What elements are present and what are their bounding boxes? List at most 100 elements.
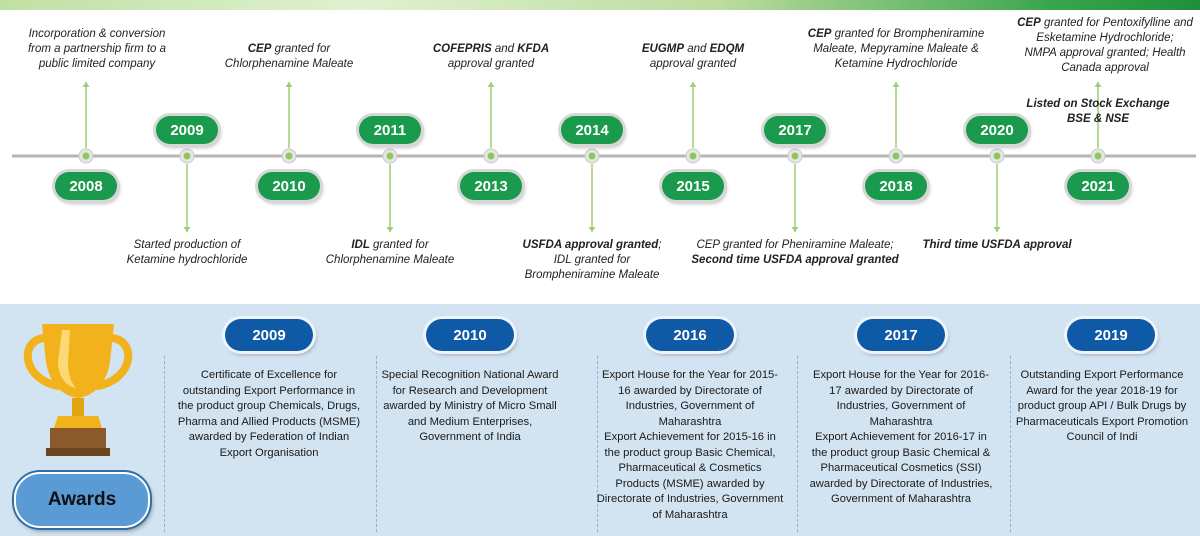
arrow-icon	[791, 227, 799, 232]
milestone-dot-core	[487, 152, 495, 160]
event-line: from a partnership firm to a	[8, 42, 186, 57]
event-line: public limited company	[8, 57, 186, 72]
event-line: Chlorphenamine Maleate	[200, 57, 378, 72]
arrow-icon	[487, 82, 495, 87]
award-2010-description: Special Recognition National Award for R…	[376, 368, 564, 446]
award-description-paragraph: Export Achievement for 2015-16 in the pr…	[596, 431, 784, 521]
event-text: CEP granted for Pheniramine Maleate;	[696, 239, 894, 251]
arrow-icon	[1094, 82, 1102, 87]
event-line: approval granted	[402, 57, 580, 72]
milestone-dot-core	[689, 152, 697, 160]
event-line: NMPA approval granted; Health	[1010, 46, 1200, 61]
milestone-dot-core	[588, 152, 596, 160]
event-text: approval granted	[447, 58, 535, 70]
event-text-bold: BSE & NSE	[1067, 113, 1129, 125]
event-line: Maleate, Mepyramine Maleate &	[807, 42, 985, 57]
event-line: Third time USFDA approval	[908, 238, 1086, 253]
event-line: CEP granted for	[200, 42, 378, 57]
event-text: Maleate, Mepyramine Maleate &	[813, 43, 979, 55]
event-text: Esketamine Hydrochloride;	[1036, 32, 1174, 44]
award-description-paragraph: Export Achievement for 2016-17 in the pr…	[809, 431, 993, 505]
award-divider	[1010, 356, 1011, 532]
event-text: IDL granted for	[553, 254, 631, 266]
event-text-bold: Second time USFDA approval granted	[691, 254, 899, 266]
event-text: from a partnership firm to a	[27, 43, 167, 55]
event-line: BSE & NSE	[1009, 112, 1187, 127]
event-text-bold: USFDA approval granted	[522, 239, 659, 251]
milestone-year-2011: 2011	[359, 116, 421, 144]
event-text: NMPA approval granted; Health	[1024, 47, 1186, 59]
event-line: IDL granted for	[503, 253, 681, 268]
event-text: Chlorphenamine Maleate	[325, 254, 455, 266]
arrow-icon	[285, 82, 293, 87]
event-text-bold: EUGMP	[641, 43, 685, 55]
milestone-dot-core	[285, 152, 293, 160]
event-line: Incorporation & conversion	[8, 27, 186, 42]
award-year-2016: 2016	[646, 319, 734, 351]
award-divider	[597, 356, 598, 532]
event-text-bold: CEP	[247, 43, 272, 55]
event-text: granted for Brompheniramine	[831, 28, 985, 40]
milestone-year-2009: 2009	[156, 116, 218, 144]
event-text-bold: IDL	[351, 239, 370, 251]
event-text: Started production of	[133, 239, 241, 251]
event-line: EUGMP and EDQM	[604, 42, 782, 57]
award-description-paragraph: Special Recognition National Award for R…	[381, 369, 559, 443]
award-year-2009: 2009	[225, 319, 313, 351]
event-line: approval granted	[604, 57, 782, 72]
event-text-bold: Listed on Stock Exchange	[1026, 98, 1170, 110]
milestone-dot-core	[993, 152, 1001, 160]
milestone-year-2008: 2008	[55, 172, 117, 200]
milestone-dot-core	[892, 152, 900, 160]
event-text: Canada approval	[1061, 62, 1149, 74]
milestone-dot-core	[183, 152, 191, 160]
event-text: granted for	[369, 239, 429, 251]
arrow-icon	[892, 82, 900, 87]
milestone-year-2020: 2020	[966, 116, 1028, 144]
award-2019-description: Outstanding Export Performance Award for…	[1008, 368, 1196, 446]
award-description-paragraph: Certificate of Excellence for outstandin…	[177, 369, 361, 459]
event-line: Started production of	[98, 238, 276, 253]
milestone-year-2010: 2010	[258, 172, 320, 200]
event-text: granted for Pentoxifylline and	[1040, 17, 1193, 29]
milestone-dot-core	[1094, 152, 1102, 160]
arrow-icon	[993, 227, 1001, 232]
milestone-dot-core	[82, 152, 90, 160]
event-text: Ketamine Hydrochloride	[834, 58, 958, 70]
event-text-bold: KFDA	[517, 43, 550, 55]
event-line: CEP granted for Brompheniramine	[807, 27, 985, 42]
event-text: Ketamine hydrochloride	[126, 254, 248, 266]
event-text: public limited company	[38, 58, 156, 70]
event-line: Chlorphenamine Maleate	[301, 253, 479, 268]
event-text-bold: EDQM	[709, 43, 745, 55]
event-line: IDL granted for	[301, 238, 479, 253]
event-line: Second time USFDA approval granted	[690, 253, 900, 268]
event-text-bold: CEP	[807, 28, 832, 40]
milestone-year-2014: 2014	[561, 116, 623, 144]
award-year-2019: 2019	[1067, 319, 1155, 351]
award-description-paragraph: Export House for the Year for 2015-16 aw…	[602, 369, 778, 428]
event-line: Brompheniramine Maleate	[503, 268, 681, 283]
event-text: approval granted	[649, 58, 737, 70]
milestone-year-2015: 2015	[662, 172, 724, 200]
award-2016-description: Export House for the Year for 2015-16 aw…	[596, 368, 784, 523]
arrow-icon	[183, 227, 191, 232]
event-line: CEP granted for Pheniramine Maleate;	[690, 238, 900, 253]
event-text: Chlorphenamine Maleate	[224, 58, 354, 70]
event-text-bold: COFEPRIS	[432, 43, 492, 55]
event-text: and	[491, 43, 518, 55]
event-text-bold: Third time USFDA approval	[922, 239, 1072, 251]
event-line: USFDA approval granted;	[503, 238, 681, 253]
arrow-icon	[588, 227, 596, 232]
event-line: COFEPRIS and KFDA	[402, 42, 580, 57]
event-text: granted for	[271, 43, 331, 55]
award-2009-description: Certificate of Excellence for outstandin…	[175, 368, 363, 461]
